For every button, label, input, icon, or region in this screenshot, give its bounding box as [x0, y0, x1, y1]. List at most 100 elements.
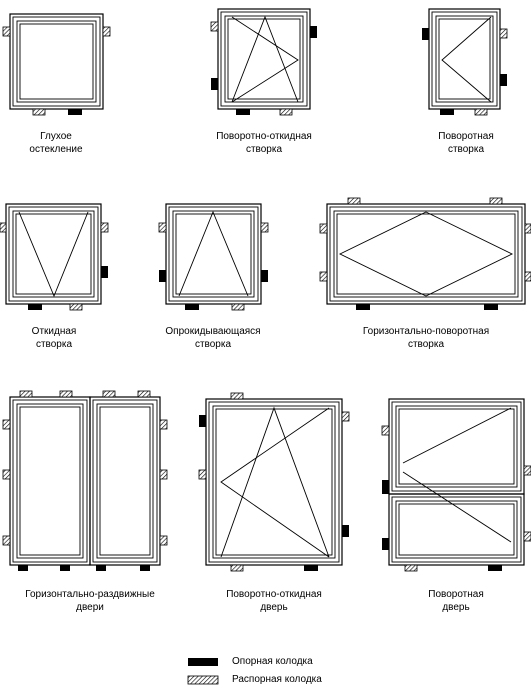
frame-line	[395, 405, 518, 488]
legend-spacer-label: Распорная колодка	[232, 674, 322, 685]
frame-line	[89, 396, 161, 566]
caption-horizontal-pivot-sash: Горизонтально-поворотная створка	[363, 325, 489, 351]
spacer-blocks	[381, 425, 531, 572]
spacer-blocks	[474, 28, 508, 116]
caption-hopper-sash: Опрокидывающаяся створка	[165, 325, 260, 351]
frame-line	[435, 15, 494, 103]
spacer-blocks	[210, 21, 293, 116]
frame-line	[220, 11, 308, 107]
caption-line: створка	[194, 339, 232, 350]
diagram-tilt-turn-sash	[210, 8, 317, 116]
legend-support-label: Опорная колодка	[232, 656, 313, 667]
caption-sliding-door: Горизонтально-раздвижные двери	[25, 588, 155, 614]
frame-outline	[9, 396, 91, 566]
frame-line	[99, 406, 151, 556]
frame-line	[398, 408, 515, 485]
support-blocks	[382, 480, 502, 571]
frame-line	[19, 23, 94, 100]
caption-line: Горизонтально-поворотная	[362, 326, 490, 337]
frame-line	[12, 16, 101, 107]
frame-outline	[9, 13, 104, 110]
frame-outline	[428, 8, 501, 110]
frame-line	[395, 500, 518, 559]
caption-line: створка	[407, 339, 445, 350]
frame-line	[431, 11, 498, 107]
caption-line: Поворотно-откидная	[226, 589, 322, 600]
caption-turn-door: Поворотная дверь	[428, 588, 484, 614]
spacer-blocks	[0, 222, 109, 311]
frame-line	[398, 503, 515, 556]
frame-line	[438, 18, 491, 100]
frame-outline	[217, 8, 311, 110]
frame-outline	[388, 493, 525, 566]
opening-lines	[231, 15, 299, 103]
frame-line	[12, 399, 88, 563]
support-blocks	[211, 26, 317, 115]
support-blocks	[18, 565, 150, 571]
caption-line: дверь	[442, 602, 470, 613]
diagram-tilt-turn-door	[198, 392, 350, 572]
frame-outline	[89, 396, 161, 566]
caption-line: Откидная	[31, 326, 77, 337]
diagram-fixed	[2, 13, 111, 116]
legend-spacer-swatch	[187, 675, 219, 685]
support-blocks	[28, 266, 108, 310]
frame-line	[172, 210, 255, 298]
diagram-tilt-sash	[0, 203, 109, 311]
caption-line: дверь	[260, 602, 288, 613]
frame-line	[15, 213, 92, 295]
caption-fixed: Глухое остекление	[29, 130, 82, 156]
support-blocks	[199, 415, 349, 571]
spacer-blocks	[2, 390, 168, 546]
diagram-horizontal-pivot-sash	[319, 197, 531, 310]
frame-line	[391, 496, 522, 563]
diagram-turn-sash	[422, 8, 508, 116]
frame-line	[428, 8, 501, 110]
frame-line	[8, 206, 99, 302]
caption-line: Поворотная	[438, 131, 494, 142]
legend-support-swatch	[188, 658, 218, 666]
frame-line	[19, 406, 81, 556]
frame-line	[92, 399, 158, 563]
opening-lines	[18, 211, 89, 298]
opening-lines	[178, 210, 249, 297]
opening-lines	[402, 407, 512, 543]
frame-line	[9, 13, 104, 110]
support-blocks	[159, 270, 268, 310]
caption-tilt-turn-door: Поворотно-откидная дверь	[226, 588, 322, 614]
caption-line: Опрокидывающаяся	[165, 326, 261, 337]
spacer-blocks	[319, 197, 531, 282]
support-blocks	[68, 109, 82, 115]
frame-line	[165, 203, 262, 305]
frame-line	[333, 210, 519, 298]
caption-line: Поворотная	[428, 589, 484, 600]
frame-outline	[5, 203, 102, 305]
diagram-hopper-sash	[158, 203, 269, 311]
frame-line	[227, 18, 301, 100]
frame-line	[217, 8, 311, 110]
frame-line	[388, 398, 525, 495]
diagram-turn-door	[381, 398, 531, 572]
spacer-blocks	[2, 26, 111, 116]
support-blocks	[422, 28, 507, 115]
caption-line: Поворотно-откидная	[216, 131, 312, 142]
frame-line	[168, 206, 259, 302]
frame-line	[208, 401, 340, 563]
frame-line	[16, 20, 97, 103]
caption-tilt-sash: Откидная створка	[32, 325, 77, 351]
frame-line	[326, 203, 526, 305]
caption-line: остекление	[29, 144, 83, 155]
frame-outline	[326, 203, 526, 305]
caption-line: Горизонтально-раздвижные	[25, 589, 155, 600]
legend	[187, 658, 219, 685]
frame-line	[391, 401, 522, 492]
frame-line	[329, 206, 523, 302]
support-blocks	[356, 304, 498, 310]
frame-outline	[165, 203, 262, 305]
caption-line: створка	[35, 339, 73, 350]
frame-line	[215, 408, 333, 556]
spacer-blocks	[158, 222, 269, 311]
caption-line: двери	[76, 602, 104, 613]
opening-lines	[220, 406, 330, 558]
